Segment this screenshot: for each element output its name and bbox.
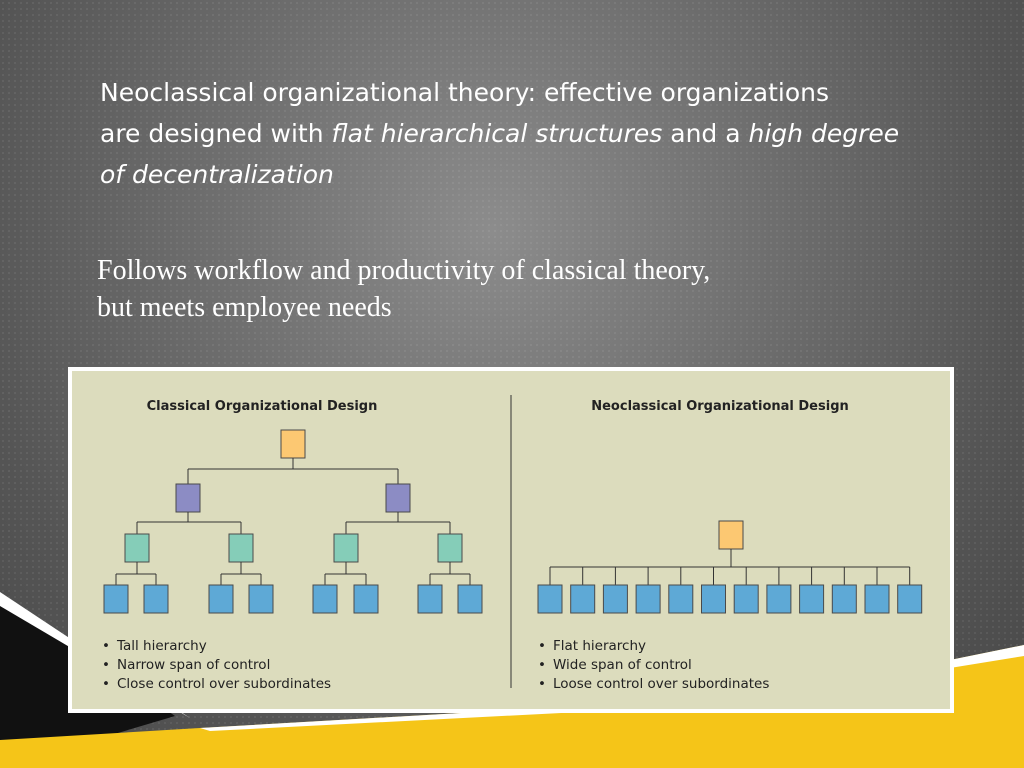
neoclassical-leaf-box bbox=[897, 584, 923, 614]
neoclassical-leaf-box bbox=[668, 584, 694, 614]
neoclassical-bullet: Wide span of control bbox=[538, 656, 769, 675]
classical-leaf-box bbox=[103, 584, 129, 614]
classical-level3-box bbox=[228, 533, 254, 563]
classical-level3-box bbox=[437, 533, 463, 563]
neoclassical-leaf-box bbox=[602, 584, 628, 614]
heading-line-1: Neoclassical organizational theory: effe… bbox=[100, 78, 830, 107]
neoclassical-leaf-box bbox=[537, 584, 563, 614]
neoclassical-leaf-box bbox=[864, 584, 890, 614]
figure-panel: Classical Organizational Design Neoclass… bbox=[72, 371, 950, 709]
neoclassical-leaf-box bbox=[831, 584, 857, 614]
neoclassical-bullet: Loose control over subordinates bbox=[538, 675, 769, 694]
classical-bullet: Close control over subordinates bbox=[102, 675, 331, 694]
classical-bullet: Narrow span of control bbox=[102, 656, 331, 675]
neoclassical-leaf-box bbox=[799, 584, 825, 614]
heading-line-2-mid: and a bbox=[662, 119, 749, 148]
classical-leaf-box bbox=[457, 584, 483, 614]
classical-bullets: Tall hierarchy Narrow span of control Cl… bbox=[102, 637, 331, 694]
neoclassical-top-box bbox=[718, 520, 744, 550]
heading-italic-high: high degree bbox=[748, 119, 900, 148]
classical-bullet: Tall hierarchy bbox=[102, 637, 331, 656]
neoclassical-leaf-box bbox=[733, 584, 759, 614]
neoclassical-bullets: Flat hierarchy Wide span of control Loos… bbox=[538, 637, 769, 694]
neoclassical-leaf-box bbox=[766, 584, 792, 614]
heading-italic-decentral: of decentralization bbox=[100, 160, 334, 189]
classical-level3-box bbox=[124, 533, 150, 563]
classical-leaf-box bbox=[417, 584, 443, 614]
subtext-line-1: Follows workflow and productivity of cla… bbox=[97, 255, 711, 286]
classical-title: Classical Organizational Design bbox=[146, 399, 378, 414]
heading-italic-flat: flat hierarchical structures bbox=[331, 119, 663, 148]
neoclassical-leaf-box bbox=[635, 584, 661, 614]
yellow-swoosh bbox=[0, 645, 1024, 768]
org-design-figure: Classical Organizational Design Neoclass… bbox=[68, 367, 954, 713]
slide-heading: Neoclassical organizational theory: effe… bbox=[100, 72, 960, 195]
classical-leaf-box bbox=[312, 584, 338, 614]
classical-leaf-box bbox=[353, 584, 379, 614]
subtext-line-2: but meets employee needs bbox=[97, 292, 392, 323]
classical-level2-box bbox=[175, 483, 201, 513]
neoclassical-title: Neoclassical Organizational Design bbox=[591, 399, 849, 414]
classical-top-box bbox=[280, 429, 306, 459]
slide-subtext: Follows workflow and productivity of cla… bbox=[97, 252, 897, 326]
classical-leaf-box bbox=[248, 584, 274, 614]
classical-leaf-box bbox=[208, 584, 234, 614]
neoclassical-leaf-box bbox=[570, 584, 596, 614]
classical-leaf-box bbox=[143, 584, 169, 614]
neoclassical-bullet: Flat hierarchy bbox=[538, 637, 769, 656]
classical-level3-box bbox=[333, 533, 359, 563]
classical-level2-box bbox=[385, 483, 411, 513]
org-charts bbox=[103, 395, 923, 688]
neoclassical-leaf-box bbox=[701, 584, 726, 614]
heading-line-2-start: are designed with bbox=[100, 119, 332, 148]
